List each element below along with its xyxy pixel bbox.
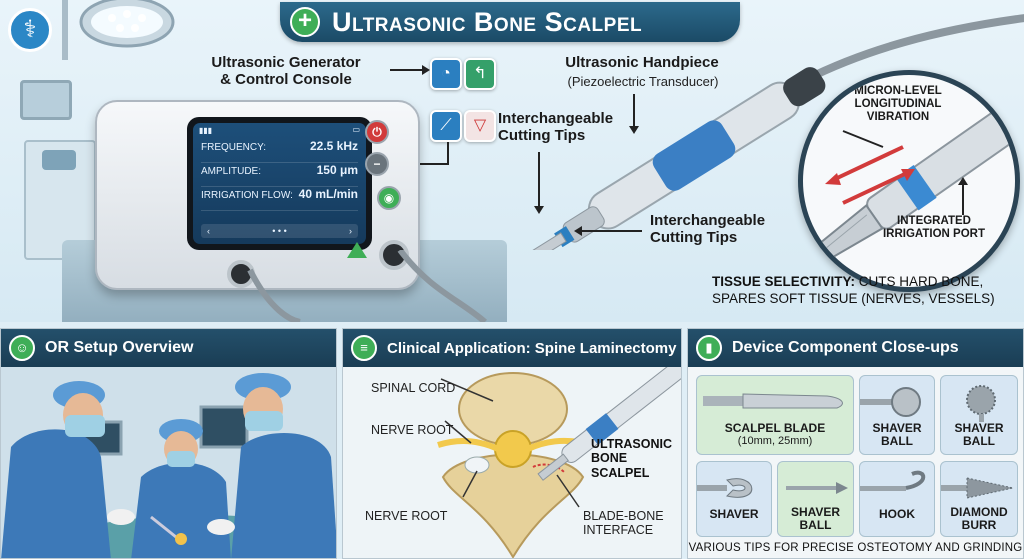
- ultrasonic-button[interactable]: ◉: [377, 186, 401, 210]
- generator-console: ▮▮▮ ▭ FREQUENCY:22.5 kHz AMPLITUDE:150 μ…: [95, 100, 420, 290]
- tips-label-top: Interchangeable Cutting Tips: [498, 110, 614, 145]
- cables-illustration: [247, 250, 487, 322]
- tip-closeup-illustration: [810, 95, 1015, 265]
- nerve-root-bottom-label: NERVE ROOT: [365, 509, 448, 523]
- or-scene-illustration: [1, 367, 336, 558]
- component-tile-diamond-burr: DIAMOND BURR: [940, 461, 1018, 537]
- spinal-cord-label: SPINAL CORD: [371, 381, 456, 395]
- page-dots-icon: • • •: [272, 226, 287, 236]
- tissue-selectivity-note: TISSUE SELECTIVITY: CUTS HARD BONE, SPAR…: [712, 274, 995, 307]
- chevron-left-icon[interactable]: ‹: [207, 226, 210, 236]
- shaver-tip-icon: [786, 482, 848, 494]
- handpiece-label: Ultrasonic Handpiece: [565, 54, 719, 71]
- panel-header: ☺ OR Setup Overview: [1, 329, 336, 367]
- wall-monitor: [20, 80, 72, 120]
- minus-button[interactable]: −: [365, 152, 389, 176]
- scalpel-blade-icon: [703, 393, 843, 409]
- arrow-icon: [574, 226, 642, 236]
- handpiece-illustration: [512, 14, 1024, 250]
- main-illustration: ⚕ + Ultrasonic Bone Scalpel Ultrasonic G…: [0, 0, 1024, 322]
- irrigation-port-label: INTEGRATED IRRIGATION PORT: [882, 215, 985, 241]
- vibration-label: MICRON-LEVEL LONGITUDINAL VIBRATION: [854, 85, 942, 124]
- component-tile-shaver-ball: SHAVER BALL: [777, 461, 854, 537]
- tip-wrench-icon: ⟋: [430, 110, 462, 142]
- return-arrow-icon: ↰: [464, 58, 496, 90]
- shaver-ball-icon: [860, 387, 921, 417]
- warning-icon: [347, 242, 367, 258]
- clinical-application-panel: ≡ Clinical Application: Spine Laminectom…: [342, 328, 682, 559]
- component-tile-shaver-ball: SHAVER BALL: [940, 375, 1018, 455]
- components-footer: VARIOUS TIPS FOR PRECISE OSTEOTOMY AND G…: [688, 542, 1023, 554]
- component-tile-shaver: SHAVER: [696, 461, 772, 537]
- title-banner: + Ultrasonic Bone Scalpel: [280, 2, 740, 42]
- diamond-burr-icon: [941, 477, 1014, 499]
- vertebra-illustration: [343, 367, 681, 558]
- medical-caduceus-icon: ⚕: [8, 8, 52, 52]
- device-icon: ▮: [696, 335, 722, 361]
- component-tile-shaver-ball: SHAVER BALL: [859, 375, 935, 455]
- nerve-root-top-label: NERVE ROOT: [371, 423, 454, 437]
- screen-row: AMPLITUDE:150 μm: [201, 163, 358, 187]
- handpiece-sublabel: (Piezoelectric Transducer): [567, 74, 719, 89]
- blade-bone-interface-label: BLADE-BONE INTERFACE: [583, 509, 664, 538]
- signal-icon: ▮▮▮: [199, 126, 213, 135]
- arrow-icon: [534, 152, 544, 214]
- arrow-icon: [629, 94, 639, 134]
- battery-icon: ▭: [352, 125, 360, 134]
- page-title: Ultrasonic Bone Scalpel: [332, 6, 643, 37]
- panel-header: ▮ Device Component Close-ups: [688, 329, 1023, 367]
- shaver-fork-icon: [697, 478, 753, 498]
- or-setup-panel: ☺ OR Setup Overview: [0, 328, 337, 559]
- chevron-right-icon[interactable]: ›: [349, 226, 352, 236]
- spine-icon: ≡: [351, 335, 377, 361]
- hook-icon: [860, 470, 926, 491]
- component-tile-scalpel-blade: SCALPEL BLADE (10mm, 25mm): [696, 375, 854, 455]
- panel-header: ≡ Clinical Application: Spine Laminectom…: [343, 329, 681, 367]
- screen-row: FREQUENCY:22.5 kHz: [201, 139, 358, 163]
- tips-label-bottom: Interchangeable Cutting Tips: [650, 212, 766, 247]
- component-tile-hook: HOOK: [859, 461, 935, 537]
- arrow-icon: [390, 65, 430, 75]
- surgical-lamp: [62, 0, 175, 60]
- scalpel-label: ULTRASONIC BONE SCALPEL: [591, 437, 673, 480]
- diamond-ball-icon: [966, 385, 996, 422]
- panel-title: Device Component Close-ups: [732, 339, 959, 356]
- power-button[interactable]: ⏻: [365, 120, 389, 144]
- medical-cross-icon: +: [290, 7, 320, 37]
- components-panel: ▮ Device Component Close-ups SCALPEL BLA…: [687, 328, 1024, 559]
- tip-magnifier: MICRON-LEVEL LONGITUDINAL VIBRATION INTE…: [798, 70, 1020, 292]
- console-screen: ▮▮▮ ▭ FREQUENCY:22.5 kHz AMPLITUDE:150 μ…: [187, 117, 372, 250]
- generator-label: Ultrasonic Generator & Control Console: [211, 54, 361, 89]
- screen-row: IRRIGATION FLOW:40 mL/min: [201, 187, 358, 211]
- panel-title: OR Setup Overview: [45, 339, 194, 356]
- panel-title: Clinical Application: Spine Laminectomy: [387, 339, 677, 357]
- gauge-icon: ◔: [430, 58, 462, 90]
- screen-nav[interactable]: ‹ • • • ›: [201, 224, 358, 238]
- cart-screen: [42, 150, 76, 170]
- blade-tip-icon: ▽: [464, 110, 496, 142]
- surgeon-icon: ☺: [9, 335, 35, 361]
